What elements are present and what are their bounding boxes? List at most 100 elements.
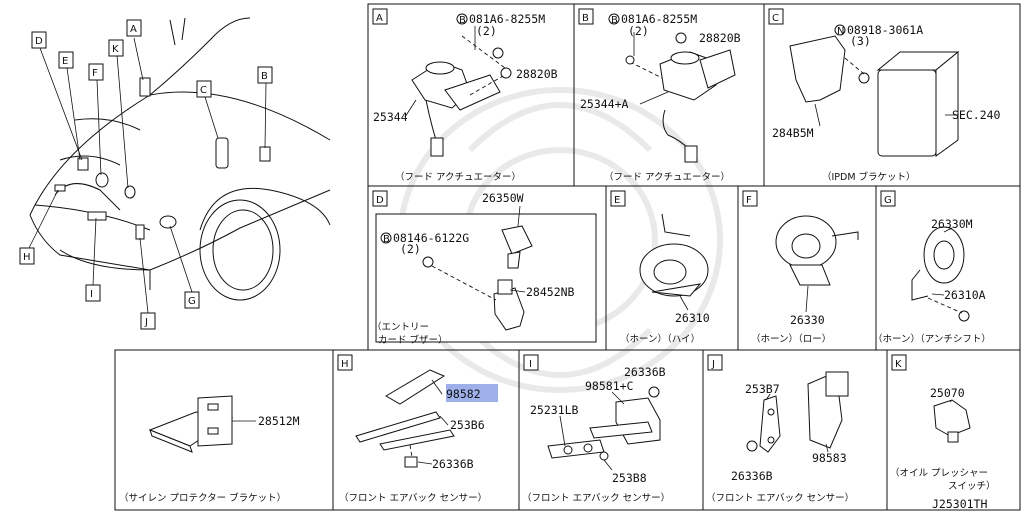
callout-j: J: [144, 317, 148, 328]
panel-f-part: 26330: [790, 313, 825, 327]
panel-letter-h: H: [341, 359, 349, 370]
panel-j-caption: （フロント エアバック センサー）: [706, 492, 854, 504]
callout-box-g: [184, 291, 200, 309]
panel-j-part2: 26336B: [731, 469, 773, 483]
callout-box-c: [196, 80, 212, 98]
svg-text:B: B: [611, 15, 618, 26]
panel-grid: [114, 3, 1021, 511]
callout-box-f: [88, 63, 104, 81]
panel-a-qty: (2): [476, 24, 497, 38]
callout-box-j: [140, 312, 156, 330]
panel-g-caption: （ホーン）（アンチシフト）: [873, 333, 991, 345]
car-overview: [29, 17, 331, 301]
panel-d-drawing: [375, 205, 597, 343]
panel-d-caption1: （エントリー: [372, 321, 429, 333]
panel-i-part3: 25231LB: [530, 403, 579, 417]
callout-c: C: [200, 85, 207, 96]
panel-siren-caption: （サイレン プロテクター ブラケット）: [119, 492, 286, 504]
callout-a: A: [130, 24, 137, 35]
panel-d-caption2: カード ブザー）: [378, 334, 448, 346]
panel-j-part3: 98583: [812, 451, 847, 465]
panel-letter-e: E: [614, 195, 620, 206]
panel-c-qty: (3): [850, 34, 871, 48]
panel-g-part: 26330M: [931, 217, 973, 231]
panel-letter-f: F: [746, 195, 752, 206]
panel-j-drawing: [746, 371, 849, 453]
callout-box-k: [108, 39, 124, 57]
panel-b-part: 25344+A: [580, 97, 629, 111]
callout-g: G: [188, 296, 196, 307]
panel-a-part: 25344: [373, 110, 408, 124]
panel-k-caption1: （オイル プレッシャー: [890, 467, 988, 479]
overview-leaders: [27, 37, 267, 314]
callout-e: E: [62, 56, 68, 67]
panel-d-qty: (2): [400, 242, 421, 256]
panel-letter-k: K: [895, 359, 902, 370]
panel-k-caption2: スイッチ）: [948, 480, 996, 492]
callout-box-e: [58, 51, 74, 69]
panel-a-drawing: [404, 26, 512, 157]
panel-f-caption: （ホーン）（ロー）: [751, 333, 831, 345]
panel-d-part: 28452NB: [526, 285, 575, 299]
panel-h-part3: 26336B: [432, 457, 474, 471]
callout-d: D: [35, 36, 43, 47]
panel-a-caption: （フード アクチュエーター）: [395, 171, 521, 183]
panel-b-caption: （フード アクチュエーター）: [604, 171, 730, 183]
svg-text:B: B: [383, 234, 390, 245]
panel-g-drawing: [911, 226, 970, 322]
panel-b-bolt: 081A6-8255M: [621, 12, 697, 26]
panel-c-caption: （IPDM ブラケット）: [822, 171, 916, 183]
svg-text:B: B: [459, 15, 466, 26]
overview-callouts: A B C D E F G H I J K: [19, 19, 273, 330]
panel-i-part: 26336B: [624, 365, 666, 379]
panel-letter-g: G: [884, 195, 892, 206]
callout-k: K: [112, 44, 119, 55]
panel-c-part: 284B5M: [772, 126, 814, 140]
panel-e-caption: （ホーン）（ハイ）: [620, 333, 700, 345]
highlight-98582: [446, 384, 498, 402]
panel-j-part: 253B7: [745, 382, 780, 396]
panel-a-bolt: 081A6-8255M: [469, 12, 545, 26]
callout-box-a: [126, 19, 142, 37]
panel-h-part2: 253B6: [450, 418, 485, 432]
panel-letter-j: J: [711, 359, 715, 370]
panel-h-part: 98582: [446, 387, 481, 401]
diagram-id: J25301TH: [932, 497, 987, 511]
callout-i: I: [90, 289, 93, 300]
panel-siren-drawing: [148, 395, 256, 453]
panel-e-part: 26310: [675, 311, 710, 325]
panel-c-sec: SEC.240: [952, 108, 1001, 122]
panel-i-drawing: [547, 386, 661, 471]
panel-d-part-top: 26350W: [482, 191, 524, 205]
callout-b: B: [261, 71, 268, 82]
callout-h: H: [23, 252, 31, 263]
panel-a-nut: 28820B: [516, 67, 558, 81]
panel-c-drawing: [789, 35, 960, 157]
svg-text:N: N: [837, 26, 844, 37]
panel-g-part2: 26310A: [944, 288, 986, 302]
panel-letter-c: C: [772, 13, 779, 24]
panel-d-bolt: 08146-6122G: [393, 231, 469, 245]
callout-box-i: [85, 284, 101, 302]
panel-letter-b: B: [582, 13, 589, 24]
panel-h-drawing: [355, 369, 455, 468]
panel-siren-part: 28512M: [258, 414, 300, 428]
panel-b-qty: (2): [628, 24, 649, 38]
panel-f-drawing: [775, 215, 859, 313]
panel-letter-a: A: [376, 13, 383, 24]
panel-letters: A B C D E F G H I J K: [337, 8, 907, 371]
callout-f: F: [92, 68, 98, 79]
callout-box-h: [19, 247, 35, 265]
panel-k-part: 25070: [930, 386, 965, 400]
panel-b-nut: 28820B: [699, 31, 741, 45]
panel-i-part4: 253B8: [612, 471, 647, 485]
panel-i-caption: （フロント エアバック センサー）: [522, 492, 670, 504]
panel-h-caption: （フロント エアバック センサー）: [339, 492, 487, 504]
callout-box-b: [257, 66, 273, 84]
panel-b-drawing: [625, 32, 736, 163]
panel-k-drawing: [933, 399, 971, 443]
panel-e-drawing: [639, 213, 709, 311]
panel-letter-d: D: [376, 195, 384, 206]
panel-c-nut: 08918-3061A: [847, 23, 923, 37]
